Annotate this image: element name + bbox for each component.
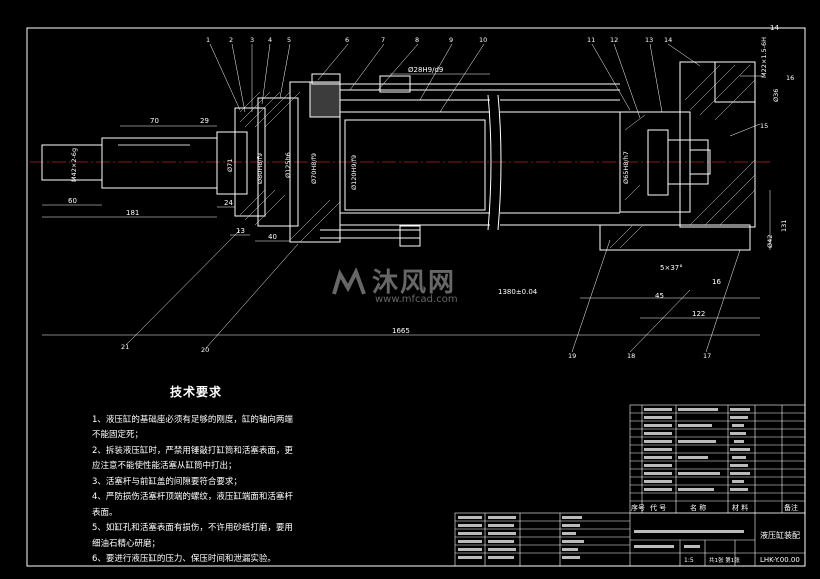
part-label-4: 4	[268, 36, 272, 44]
dim-bottom-length: 1380±0.04	[498, 288, 538, 296]
part-label-6: 6	[345, 36, 349, 44]
mfcad-logo-icon	[332, 268, 366, 295]
tech-item: 1、液压缸的基础座必须有足够的刚度，缸的轴向两端	[92, 414, 293, 425]
dimension-labels: 70 29 60 181 24 13 40 1665 122 45 Ø28H9/…	[68, 24, 779, 335]
title-block-rows	[458, 516, 744, 559]
part-label-21: 21	[121, 343, 129, 351]
rear-hatch	[609, 64, 756, 249]
dim-45: 45	[655, 292, 664, 300]
part-label-2: 2	[229, 36, 233, 44]
drawing-frame	[26, 27, 806, 567]
part-label-3: 3	[250, 36, 254, 44]
part-label-8: 8	[415, 36, 419, 44]
dim-chamfer: 5×37°	[660, 264, 683, 272]
tech-item: 5、如缸孔和活塞表面有损伤，不许用砂纸打磨，要用	[92, 523, 293, 533]
cylinder-barrel	[340, 94, 620, 231]
part-label-12: 12	[610, 36, 618, 44]
header-no: 序号	[631, 503, 645, 512]
tech-requirements-title: 技术要求	[170, 385, 223, 399]
vertical-dimension-labels: M42×2-6g Ø71 Ø80H8/f9 Ø125h6 Ø70H8/f9 Ø1…	[70, 37, 788, 248]
front-cap	[234, 73, 341, 243]
tech-item: 表面。	[92, 507, 118, 518]
drawing-sheet: 共1张 第1张	[709, 556, 740, 564]
part-label-1: 1	[206, 36, 210, 44]
dim-phi71: Ø71	[226, 159, 234, 172]
tech-item: 2、拆装液压缸时，严禁用锤敲打缸筒和活塞表面，更	[92, 445, 293, 456]
tech-item: 3、活塞杆与前缸盖的间隙要符合要求；	[92, 476, 242, 487]
piston	[619, 111, 711, 213]
header-remark: 备注	[784, 503, 798, 512]
tech-item: 应注意不能使性能活塞从缸筒中打出；	[92, 461, 237, 471]
part-label-7: 7	[381, 36, 385, 44]
tech-item: 4、严防损伤活塞杆顶端的螺纹，液压缸端面和活塞杆	[92, 492, 293, 502]
watermark: 沐风网 www.mfcad.com	[330, 262, 490, 312]
dim-phi80: Ø80H8/f9	[256, 153, 264, 184]
dim-60: 60	[68, 197, 77, 205]
part-label-10: 10	[479, 36, 487, 44]
watermark-brand: 沐风网	[372, 268, 457, 298]
dim-70: 70	[150, 117, 159, 125]
part-label-18: 18	[627, 352, 635, 360]
parts-list-rows	[644, 408, 750, 491]
dim-phi36: Ø36	[772, 89, 780, 102]
dim-phi70: Ø70H8/f9	[310, 153, 318, 184]
dim-phi65: Ø65H8/h7	[622, 151, 630, 184]
dim-thread: M42×2-6g	[70, 148, 78, 182]
part-label-13: 13	[645, 36, 653, 44]
header-code: 代 号	[650, 503, 666, 512]
tech-item: 6、要进行液压缸的压力、保压时间和泄漏实验。	[92, 554, 276, 564]
part-number-labels: 1 2 3 4 5 6 7 8 9 10 11 12 13 14 15 16 1…	[121, 36, 794, 360]
part-label-5: 5	[287, 36, 291, 44]
oil-pipe	[320, 75, 620, 247]
drawing-name: 液压缸装配	[760, 530, 800, 540]
dimension-lines	[42, 73, 771, 336]
dim-122: 122	[692, 310, 705, 318]
piston-rod	[41, 131, 248, 195]
tech-requirements: 技术要求 1、液压缸的基础座必须有足够的刚度，缸的轴向两端 不能固定死； 2、拆…	[92, 385, 392, 568]
dim-phi125: Ø125h6	[284, 152, 292, 178]
dim-phi42: Ø42	[766, 235, 774, 248]
parts-list-header: 序号 代 号 名 称 材 料 备注	[631, 503, 798, 512]
leader-lines	[125, 43, 762, 353]
title-block-text: 液压缸装配 LHK-Y.00.00 1:5 共1张 第1张	[684, 530, 800, 564]
dim-phi120: Ø120H9/f9	[350, 155, 358, 190]
part-label-20: 20	[201, 346, 209, 354]
section-hatch	[239, 91, 341, 243]
tech-item: 细油石精心研磨；	[92, 538, 161, 549]
rear-cap	[599, 61, 756, 251]
part-label-14: 14	[664, 36, 672, 44]
part-label-9: 9	[449, 36, 453, 44]
drawing-code: LHK-Y.00.00	[760, 556, 800, 564]
part-label-17: 17	[703, 352, 711, 360]
dim-24: 24	[224, 199, 233, 207]
dim-29: 29	[200, 117, 209, 125]
title-block	[454, 512, 806, 567]
header-material: 材 料	[732, 503, 748, 512]
parts-list-table	[629, 404, 806, 514]
dim-14: 14	[770, 24, 779, 32]
dim-181: 181	[126, 209, 139, 217]
part-label-19: 19	[568, 352, 576, 360]
part-label-15: 15	[760, 122, 768, 130]
part-label-11: 11	[587, 36, 595, 44]
watermark-url: www.mfcad.com	[375, 294, 458, 305]
dim-thread2: M22×1.5-6H	[760, 37, 768, 78]
tech-item: 不能固定死；	[92, 430, 144, 440]
dim-13: 13	[236, 227, 245, 235]
dim-131: 131	[780, 220, 788, 232]
dim-40: 40	[268, 233, 277, 241]
header-name: 名 称	[690, 503, 706, 512]
dim-1665: 1665	[392, 327, 410, 335]
part-label-16: 16	[786, 74, 794, 82]
dim-16: 16	[712, 278, 721, 286]
drawing-scale: 1:5	[684, 557, 694, 564]
dim-fit-main: Ø28H9/d9	[408, 66, 443, 74]
